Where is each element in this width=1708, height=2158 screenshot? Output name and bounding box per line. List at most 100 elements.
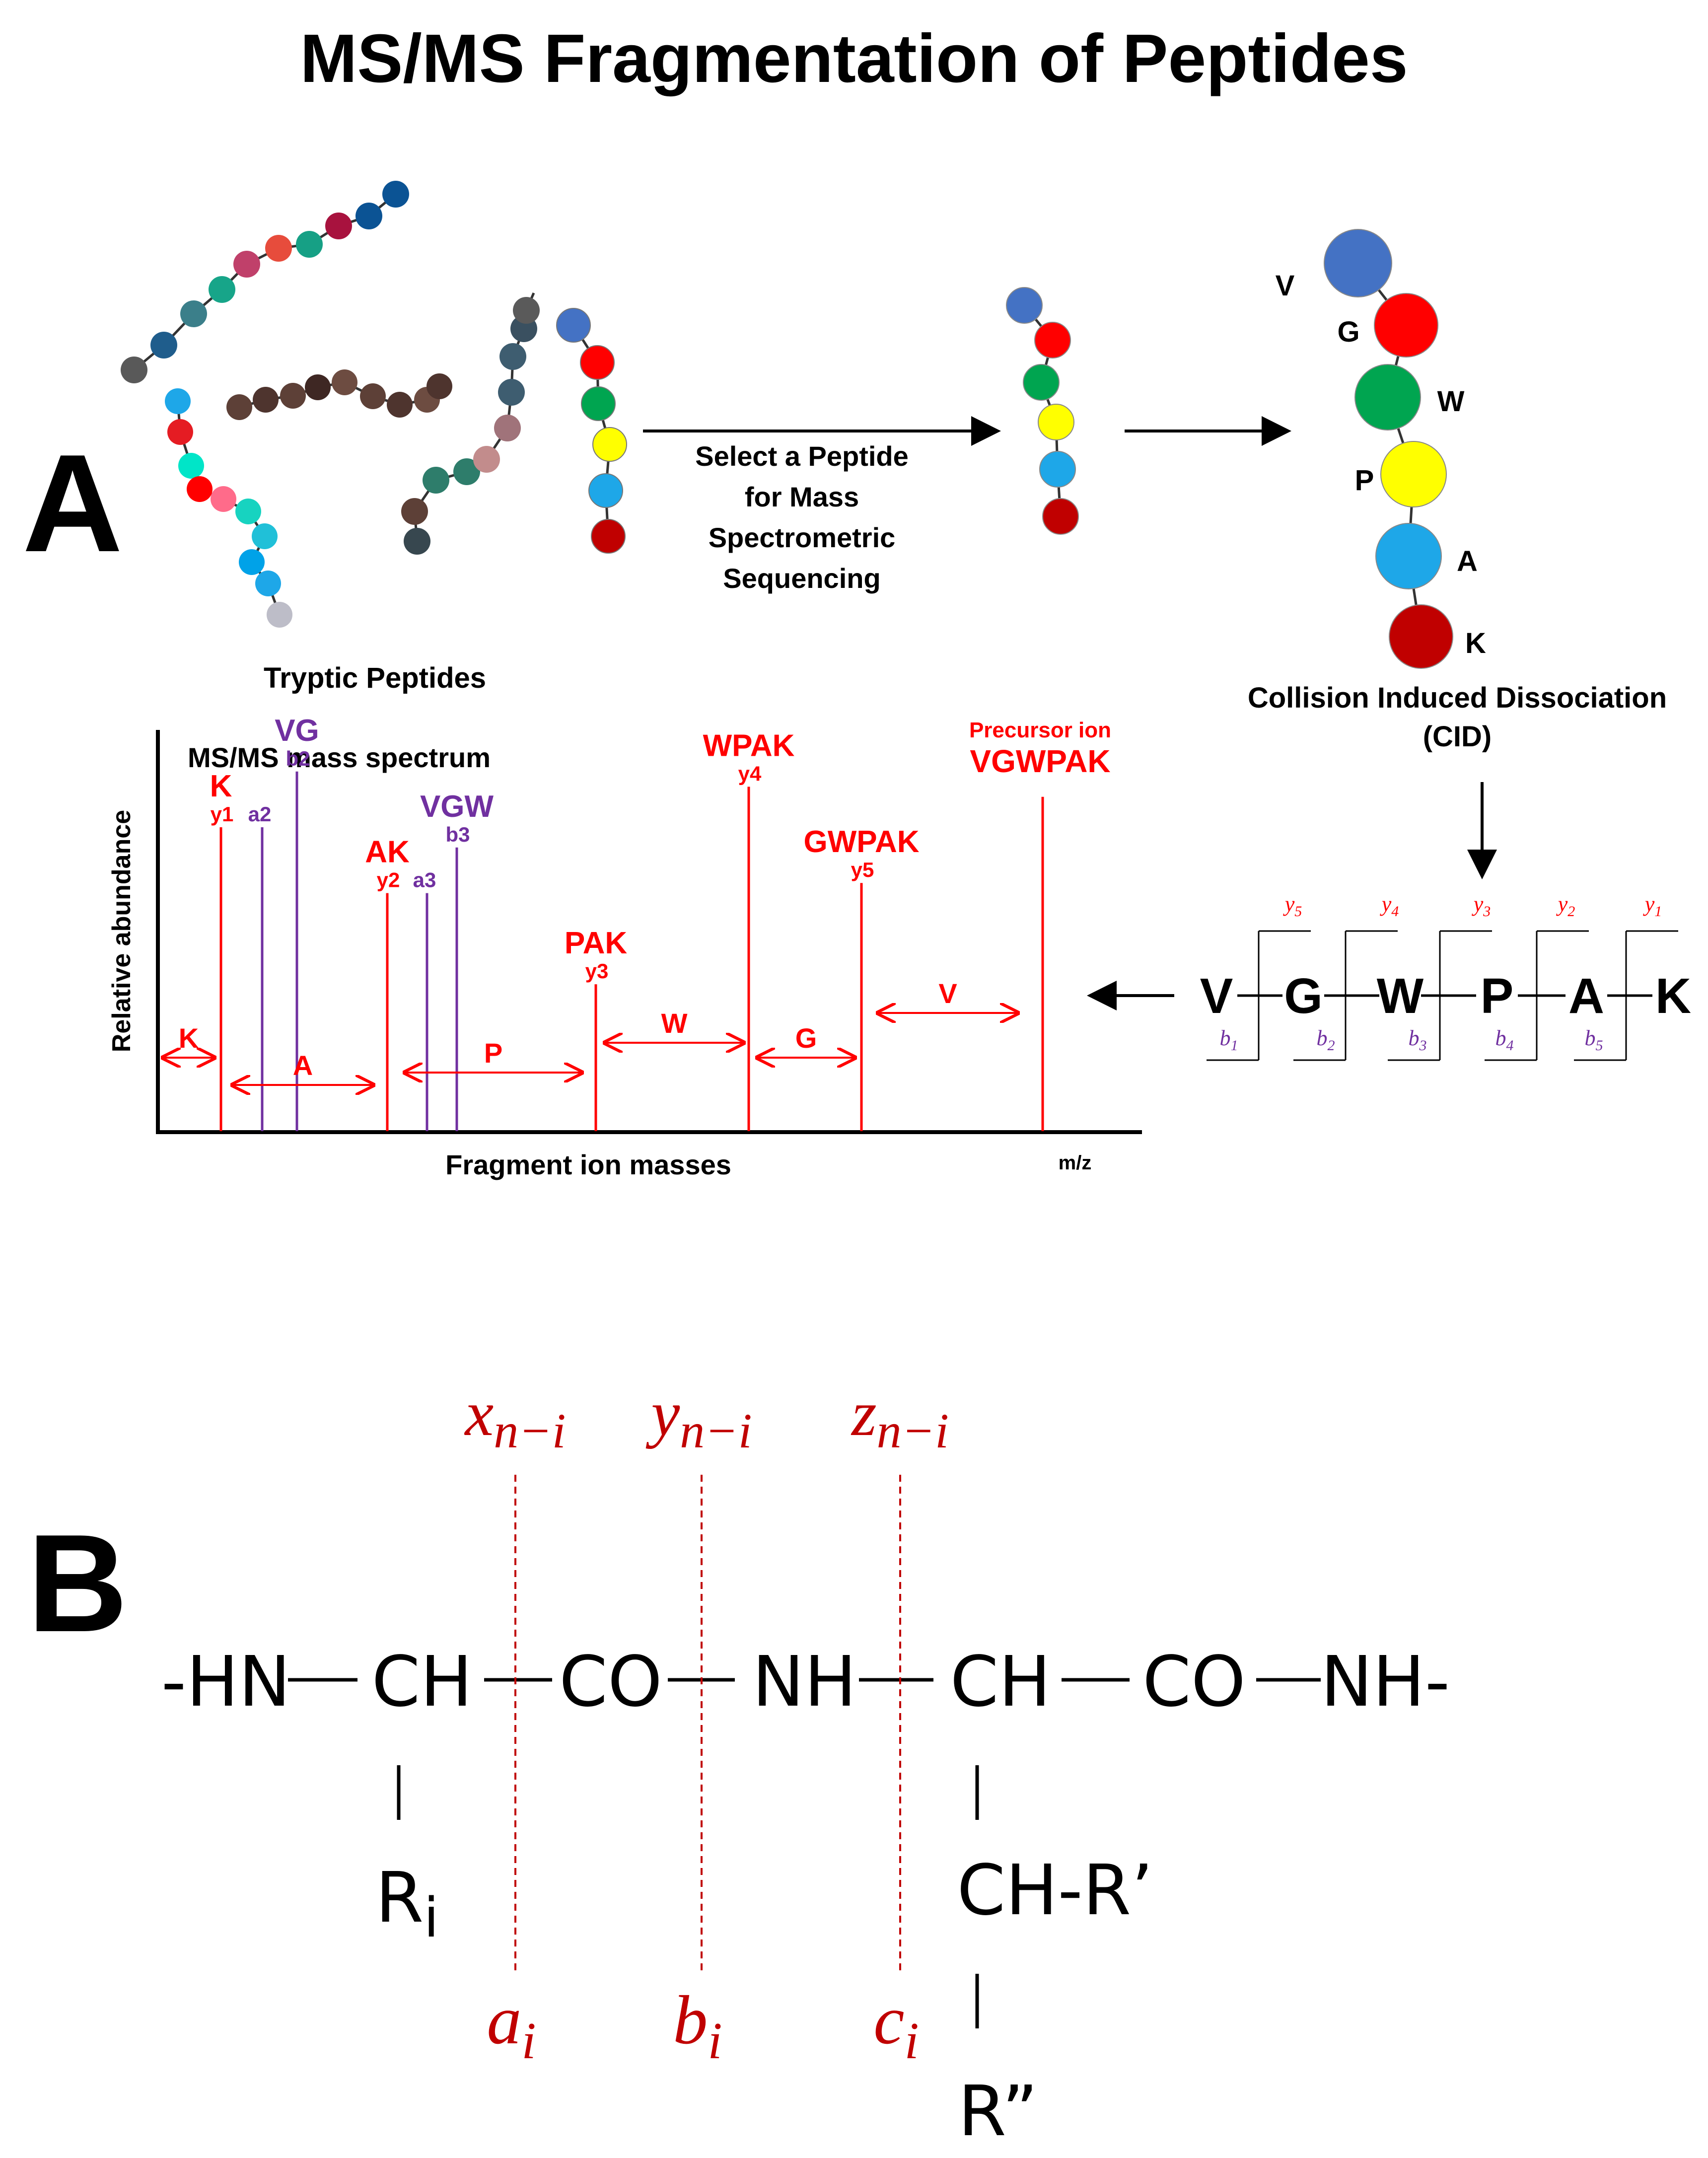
side-chain-2: CH-R’ (957, 1850, 1153, 1931)
bottom-ion-c: ci (873, 1982, 919, 2070)
b-ion-label-b3: b3 (1409, 1026, 1427, 1054)
peak-label-precursor: Precursor ion (969, 718, 1111, 742)
cid-residue-P (1380, 441, 1447, 507)
backbone-1: -HN (161, 1642, 291, 1723)
tryptic-residue-5-1 (556, 308, 591, 343)
spectrum-ylabel: Relative abundance (107, 810, 136, 1052)
tryptic-residue-3-2 (253, 387, 279, 413)
cid-residue-V (1324, 229, 1392, 297)
tryptic-peptides-label: Tryptic Peptides (264, 662, 486, 694)
tryptic-residue-1-2 (150, 332, 177, 359)
tryptic-residue-5-5 (588, 473, 623, 508)
tryptic-residue-5-2 (580, 345, 615, 380)
tryptic-residue-4-2 (401, 498, 428, 525)
tryptic-residue-2-6 (235, 499, 261, 524)
tryptic-residue-3-4 (305, 374, 331, 400)
tryptic-residue-1-7 (296, 231, 323, 258)
tryptic-residue-2-2 (167, 419, 193, 445)
peak-ion-y3: y3 (585, 959, 609, 983)
tryptic-residue-1-6 (265, 235, 292, 262)
peak-fragment-y3: PAK (565, 926, 628, 960)
cid-residue-K (1389, 604, 1453, 669)
tryptic-residue-2-7 (252, 523, 278, 549)
mass-diff-label-P: P (484, 1037, 502, 1069)
tryptic-residue-1-5 (233, 251, 260, 278)
tryptic-residue-4-7 (498, 379, 525, 406)
ms-ms-spectrum: MS/MS mass spectrum Relative abundance F… (107, 714, 1142, 1180)
cid-residue-A (1375, 523, 1442, 589)
tryptic-residue-3-7 (387, 392, 413, 418)
tryptic-residue-2-9 (255, 571, 281, 596)
sequence-residue-P: P (1481, 968, 1514, 1024)
peak-fragment-y5: GWPAK (803, 825, 919, 859)
tryptic-residue-2-3 (178, 453, 204, 479)
peak-ion-y4: y4 (738, 762, 762, 785)
b-ion-label-b1: b1 (1220, 1026, 1238, 1054)
cid-residue-label-V: V (1276, 270, 1295, 302)
sequence-residue-K: K (1655, 968, 1691, 1024)
backbone-7: NH- (1321, 1642, 1450, 1723)
tryptic-peptides-illustration (121, 181, 627, 628)
select-label-line-4: Sequencing (723, 563, 880, 594)
selected-residue-4 (1038, 404, 1074, 440)
b-ion-label-b5: b5 (1585, 1026, 1603, 1054)
mass-diff-label-G: G (795, 1022, 817, 1054)
tryptic-residue-5-4 (592, 427, 627, 462)
y-ion-label-y1: y1 (1643, 892, 1662, 920)
select-label-line-3: Spectrometric (709, 522, 896, 553)
spectrum-xunit: m/z (1059, 1152, 1092, 1174)
cid-label-line-2: (CID) (1423, 720, 1492, 753)
peak-ion-b3: b3 (445, 823, 470, 846)
cid-peptide: VGWPAK (1276, 229, 1486, 669)
sequence-residue-V: V (1200, 968, 1233, 1024)
y-ion-label-y2: y2 (1556, 892, 1575, 920)
side-chain-3: R” (958, 2071, 1038, 2152)
tryptic-residue-2-1 (165, 388, 191, 414)
tryptic-residue-4-6 (494, 415, 521, 441)
tryptic-chain-1-backbone (133, 193, 397, 371)
peak-ion-y5: y5 (851, 858, 874, 881)
backbone-3: CO (559, 1642, 662, 1723)
tryptic-residue-2-8 (239, 549, 265, 575)
peak-fragment-b2: VG (275, 714, 319, 748)
mass-diff-label-V: V (938, 978, 957, 1009)
selected-residue-1 (1006, 287, 1043, 324)
top-ion-x: xn−i (464, 1378, 566, 1458)
mass-diff-label-K: K (179, 1022, 199, 1054)
tryptic-residue-2-10 (267, 602, 292, 628)
tryptic-residue-4-1 (404, 528, 430, 555)
b-ion-label-b2: b2 (1317, 1026, 1335, 1054)
sequence-residue-A: A (1568, 968, 1604, 1024)
peak-fragment-y2: AK (365, 835, 410, 869)
tryptic-residue-3-3 (280, 383, 306, 409)
selected-residue-5 (1039, 451, 1076, 488)
selected-residue-3 (1023, 364, 1060, 401)
tryptic-residue-1-8 (325, 213, 352, 239)
sequence-residue-W: W (1377, 968, 1424, 1024)
tryptic-residue-4-4 (453, 458, 480, 485)
select-label-line-1: Select a Peptide (695, 440, 909, 472)
tryptic-residue-5-6 (591, 519, 626, 554)
cid-residue-G (1374, 293, 1438, 358)
tryptic-residue-4-8 (499, 343, 526, 370)
y-ion-label-y3: y3 (1472, 892, 1491, 920)
tryptic-residue-2-5 (211, 486, 236, 512)
b-ion-label-b4: b4 (1495, 1026, 1514, 1054)
cid-residue-W (1354, 364, 1421, 431)
tryptic-residue-3-1 (226, 394, 252, 420)
tryptic-residue-3-6 (360, 383, 386, 409)
panel-b-label: B (27, 1506, 128, 1661)
peak-fragment-y4: WPAK (703, 728, 795, 763)
tryptic-residue-2-4 (187, 476, 213, 502)
peak-ion-a2: a2 (248, 802, 272, 826)
backbone-2: CH (371, 1642, 472, 1723)
tryptic-chain-4-backbone (413, 310, 528, 542)
panel-a-label: A (22, 426, 123, 581)
selected-residue-6 (1042, 498, 1079, 535)
spectrum-title: MS/MS mass spectrum (188, 742, 491, 773)
select-label-line-2: for Mass (745, 481, 859, 512)
tryptic-residue-1-10 (382, 181, 409, 208)
sequence-residue-G: G (1284, 968, 1323, 1024)
